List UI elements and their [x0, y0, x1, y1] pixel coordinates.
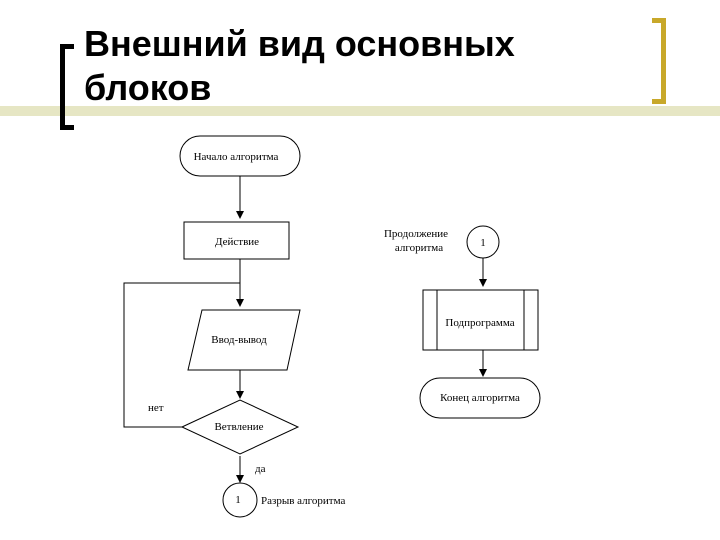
end-terminator: [419, 377, 541, 419]
yes-branch-label: да: [255, 463, 266, 475]
decision-label: Ветвление: [214, 421, 263, 433]
flowchart-diagram: Начало алгоритма Действие Ввод-вывод Вет…: [122, 132, 558, 540]
subroutine-block: [422, 289, 539, 351]
left-bracket-decoration: [60, 44, 74, 130]
break-connector-number: 1: [235, 494, 241, 506]
continuation-connector-number: 1: [480, 237, 486, 249]
connector-loop-back: [123, 282, 240, 428]
io-block: [187, 309, 301, 371]
flowchart-svg: Начало алгоритма Действие Ввод-вывод Вет…: [123, 135, 541, 518]
break-connector-circle: [222, 482, 258, 518]
right-bracket-decoration: [652, 18, 666, 104]
action-label: Действие: [215, 236, 259, 248]
slide-title: Внешний вид основных блоков: [84, 23, 515, 108]
action-block: [183, 221, 290, 260]
break-label: Разрыв алгоритма: [261, 495, 345, 507]
start-terminator: [179, 135, 301, 177]
continuation-connector-circle: [466, 225, 500, 259]
continuation-label-line1: Продолжение: [384, 228, 448, 240]
decision-block: [180, 399, 300, 455]
start-label: Начало алгоритма: [194, 151, 279, 163]
subroutine-label: Подпрограмма: [445, 317, 514, 329]
no-branch-label: нет: [148, 402, 164, 414]
title-underline-band: [0, 106, 720, 116]
io-label: Ввод-вывод: [211, 334, 267, 346]
end-label: Конец алгоритма: [440, 392, 520, 404]
continuation-label-line2: алгоритма: [395, 242, 443, 254]
